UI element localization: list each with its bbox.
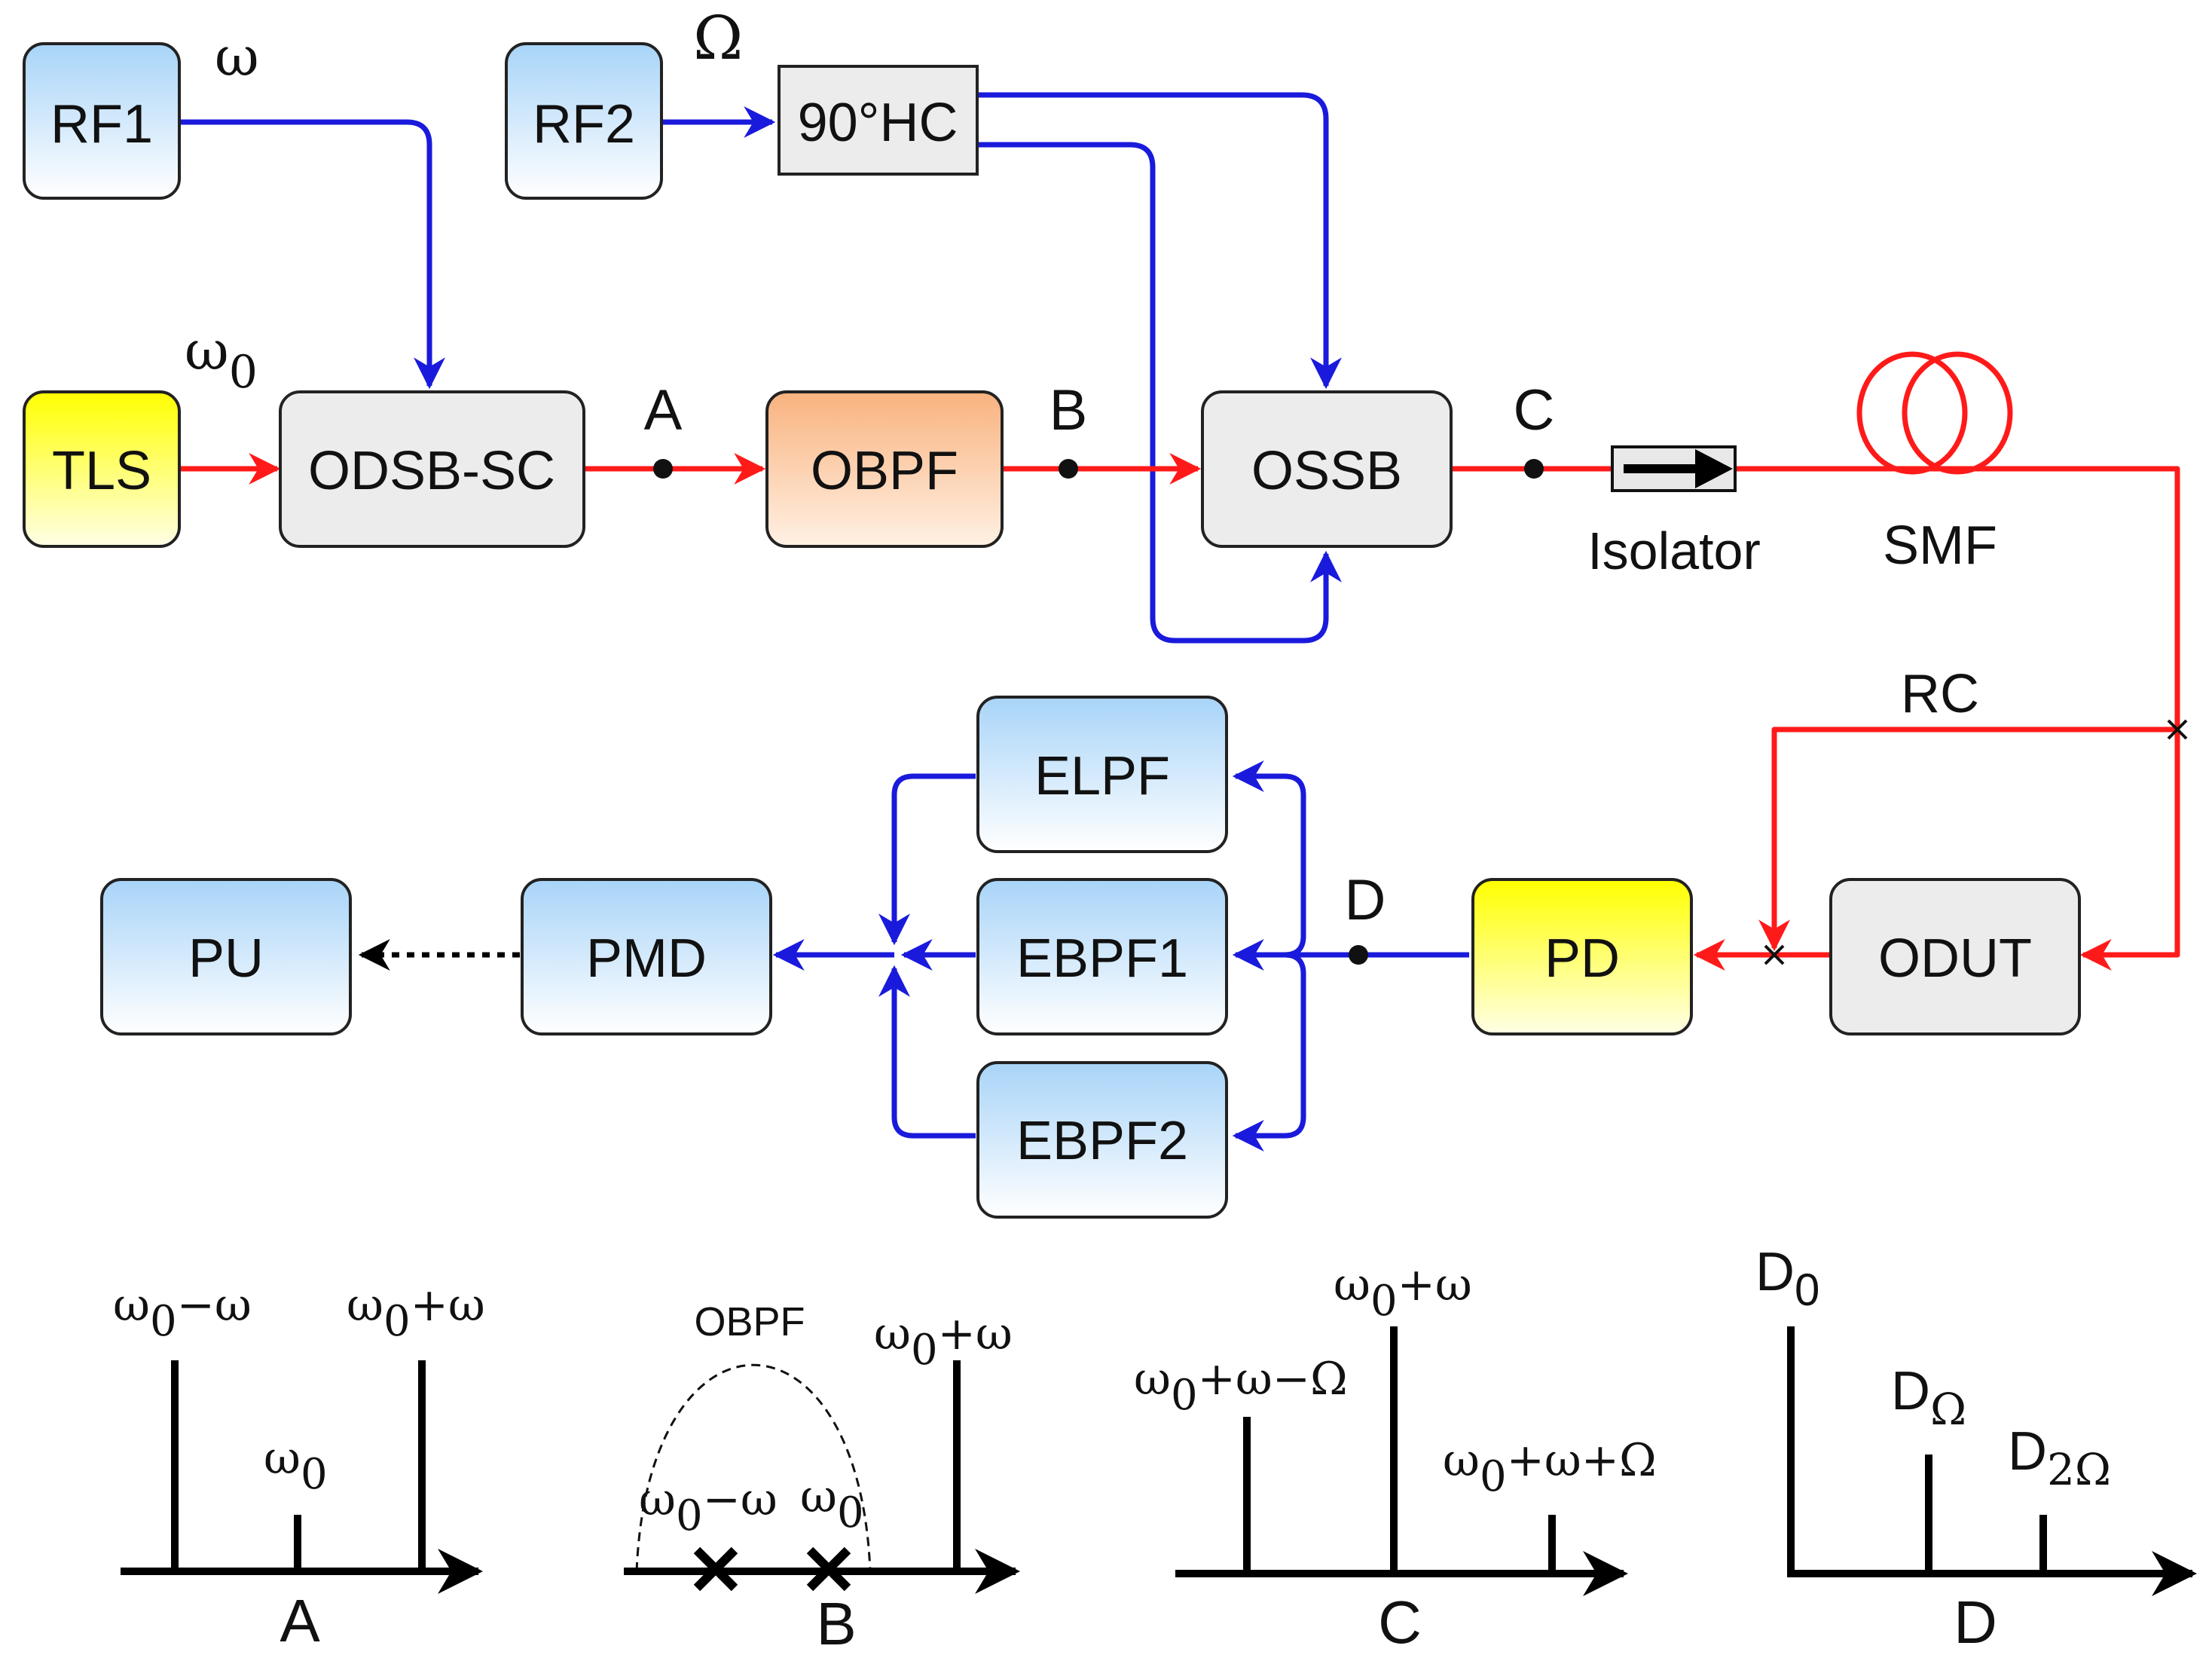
probe-b-label: B <box>1049 378 1088 442</box>
rc-label: RC <box>1901 664 1979 724</box>
probe-c-label: C <box>1514 378 1555 442</box>
spectrum-b-axis-label: B <box>816 1590 856 1657</box>
spectrum-b: OBPF B ω0−ω ω0 ω0+ω <box>624 1299 1020 1657</box>
spectrum-c-label-main: ω0+ω <box>1334 1259 1472 1326</box>
hc-label: 90°HC <box>798 93 958 153</box>
wire-elpf-join <box>878 773 976 946</box>
fiber-smf-right <box>1936 466 2180 971</box>
probe-a-label: A <box>644 378 683 442</box>
pd-block[interactable] <box>1471 878 1693 1035</box>
blocks <box>23 42 2081 1219</box>
tls-label: TLS <box>52 441 151 501</box>
rf2-block[interactable] <box>505 42 663 200</box>
probe-a-dot <box>653 459 673 479</box>
spectrum-b-filter-curve <box>635 1363 872 1572</box>
rf1-block[interactable] <box>23 42 181 200</box>
isolator-label: Isolator <box>1587 522 1761 580</box>
rf2-label: RF2 <box>533 94 635 154</box>
spectrum-d-label-d2omega: D2Ω <box>2008 1421 2111 1495</box>
probe-d-dot <box>1349 945 1368 965</box>
big-omega-label: Ω <box>693 3 743 73</box>
spectrum-a-label-carrier: ω0 <box>264 1432 328 1499</box>
probe-c-dot <box>1524 459 1544 479</box>
spectrum-a-label-lower: ω0−ω <box>113 1279 252 1346</box>
wire-rf1-odsb <box>179 119 445 390</box>
pu-block[interactable] <box>100 878 352 1035</box>
odsb-label: ODSB-SC <box>308 441 555 501</box>
fiber-rc-branch <box>1758 726 2177 952</box>
wire-split-elpf <box>1232 760 1306 958</box>
junction-rc-split <box>2167 719 2188 740</box>
smf-label: SMF <box>1883 515 1997 576</box>
junction-markers <box>1764 719 2188 965</box>
spectrum-b-cross-lower-icon <box>693 1546 738 1592</box>
pmd-block[interactable] <box>521 878 772 1035</box>
junction-rc-merge <box>1764 944 1785 965</box>
pd-label: PD <box>1544 928 1620 989</box>
spectrum-d-label-domega: DΩ <box>1891 1361 1966 1435</box>
omega0-label: ω0 <box>185 319 258 399</box>
wire-hc-ossb-bottom <box>977 142 1342 644</box>
rf1-label: RF1 <box>50 94 153 154</box>
signal-labels: ω Ω ω0 A B C D Isolator SMF RC <box>185 3 1997 932</box>
optical-wires <box>179 453 2180 971</box>
tls-block[interactable] <box>23 390 181 548</box>
isolator <box>1611 445 1737 492</box>
spectrum-b-label-lower: ω0−ω <box>639 1473 778 1540</box>
spectrum-a-axis-label: A <box>280 1587 320 1654</box>
ebpf2-block[interactable] <box>976 1061 1228 1219</box>
wire-split-ebpf2 <box>1232 952 1306 1152</box>
smf-coil-icon <box>1856 351 2013 475</box>
pu-label: PU <box>188 928 264 989</box>
odsb-block[interactable] <box>279 390 585 548</box>
obpf-label: OBPF <box>811 441 958 501</box>
ebpf2-label: EBPF2 <box>1016 1111 1188 1171</box>
hc-block[interactable] <box>778 65 979 176</box>
spectrum-d-label-d0: D0 <box>1755 1242 1819 1315</box>
odut-label: ODUT <box>1878 928 2032 989</box>
probe-points <box>653 459 1544 965</box>
elpf-label: ELPF <box>1034 746 1170 806</box>
ebpf1-label: EBPF1 <box>1016 928 1188 989</box>
odut-block[interactable] <box>1829 878 2081 1035</box>
spectrum-a: A ω0−ω ω0 ω0+ω <box>113 1279 485 1654</box>
wire-hc-ossb-top <box>977 92 1342 390</box>
obpf-block[interactable] <box>765 390 1004 548</box>
ebpf1-block[interactable] <box>976 878 1228 1035</box>
spectrum-c: C ω0+ω−Ω ω0+ω ω0+ω+Ω <box>1134 1259 1657 1656</box>
probe-d-label: D <box>1345 868 1386 932</box>
spectrum-c-label-upper: ω0+ω+Ω <box>1443 1434 1657 1501</box>
spectrum-b-label-upper: ω0+ω <box>874 1308 1013 1375</box>
spectrum-b-cross-carrier-icon <box>806 1546 851 1592</box>
spectrum-d: D D0 DΩ D2Ω <box>1755 1242 2197 1656</box>
ossb-block[interactable] <box>1201 390 1453 548</box>
spectrum-c-label-lower: ω0+ω−Ω <box>1134 1353 1348 1420</box>
elpf-block[interactable] <box>976 696 1228 853</box>
wire-ebpf2-join <box>878 965 976 1139</box>
spectrum-a-label-upper: ω0+ω <box>347 1279 485 1346</box>
block-labels: RF1 RF2 90°HC TLS ODSB-SC OBPF OSSB ELPF… <box>50 93 2032 1171</box>
spectrum-b-filter-label: OBPF <box>694 1299 805 1344</box>
spectrum-d-axis-label: D <box>1954 1589 1997 1656</box>
omega-label: ω <box>215 25 259 88</box>
spectrum-c-axis-label: C <box>1378 1589 1422 1656</box>
probe-b-dot <box>1059 459 1078 479</box>
spectrum-b-label-carrier: ω0 <box>800 1470 864 1537</box>
ossb-label: OSSB <box>1251 441 1402 501</box>
pmd-label: PMD <box>586 928 707 989</box>
electrical-wires <box>179 92 1469 1152</box>
